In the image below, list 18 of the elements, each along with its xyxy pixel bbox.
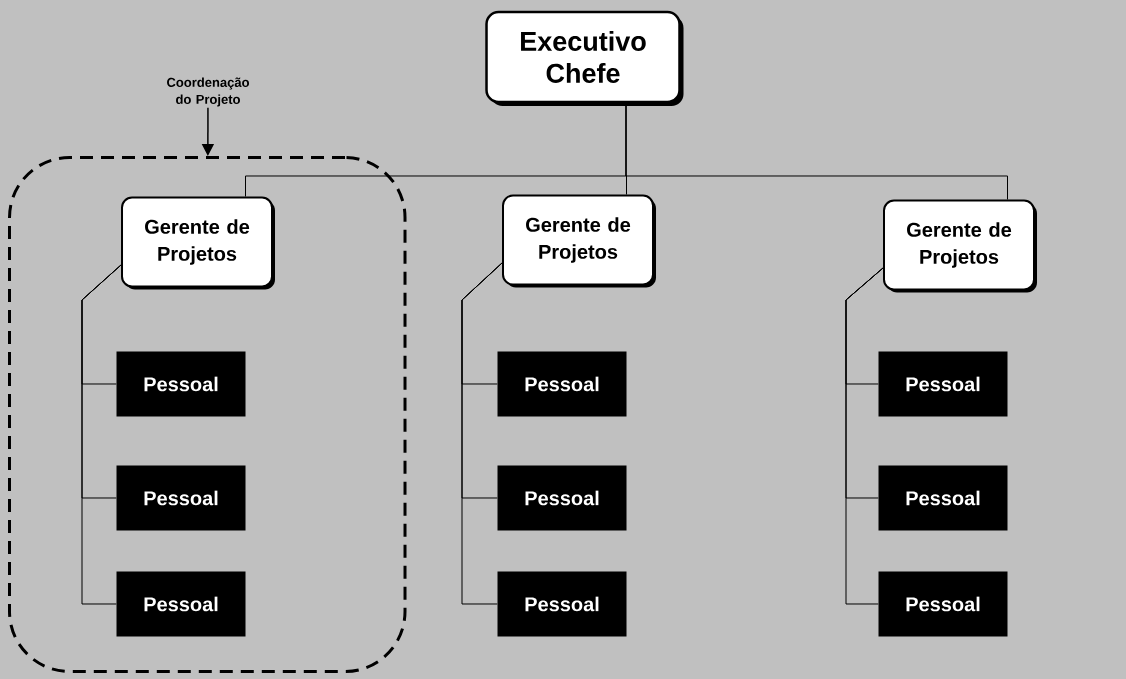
manager-box: Gerente de Projetos <box>502 194 656 288</box>
staff-box: Pessoal <box>116 351 246 417</box>
staff-box: Pessoal <box>878 465 1008 531</box>
staff-box: Pessoal <box>497 571 627 637</box>
executive-box: Executivo Chefe <box>485 10 684 106</box>
staff-box: Pessoal <box>116 571 246 637</box>
staff-box: Pessoal <box>497 351 627 417</box>
connector-line <box>461 262 503 605</box>
staff-box: Pessoal <box>497 465 627 531</box>
staff-box: Pessoal <box>878 571 1008 637</box>
connector-line <box>845 267 884 605</box>
manager-box: Gerente de Projetos <box>121 196 275 290</box>
manager-box: Gerente de Projetos <box>883 199 1037 293</box>
annotation-text: Coordenação do Projeto <box>167 77 250 107</box>
staff-box: Pessoal <box>878 351 1008 417</box>
connector-line <box>81 264 122 605</box>
dashed-region <box>8 156 407 673</box>
staff-box: Pessoal <box>116 465 246 531</box>
